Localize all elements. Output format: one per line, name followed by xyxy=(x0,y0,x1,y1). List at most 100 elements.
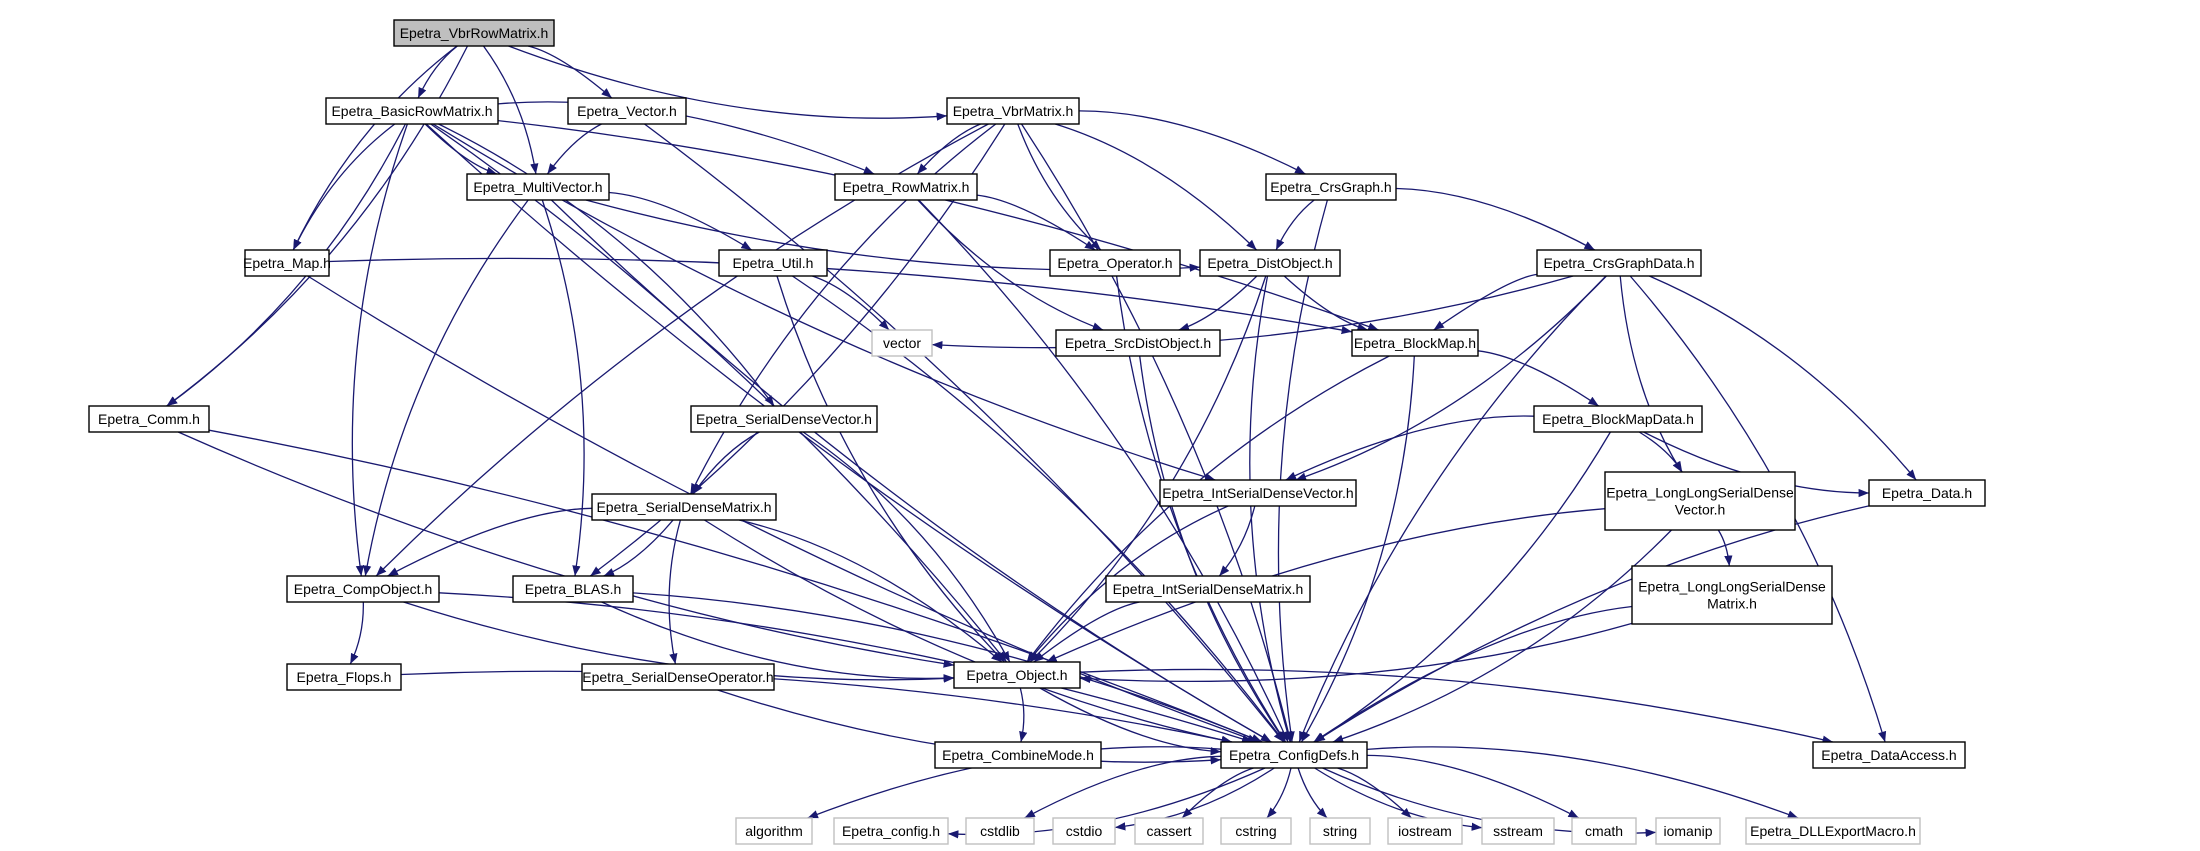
node-box xyxy=(833,817,949,845)
edge-flops-to-configdefs xyxy=(400,670,1233,744)
node-cstdlib[interactable]: cstdlib xyxy=(965,817,1035,845)
node-box xyxy=(1055,329,1221,357)
node-epetra-compobject-h[interactable]: Epetra_CompObject.h xyxy=(286,575,440,603)
edge-llsdmatrix-to-configdefs xyxy=(1313,605,1633,743)
node-label: Epetra_DLLExportMacro.h xyxy=(1750,823,1916,839)
edge-comm-to-object xyxy=(177,431,955,668)
node-label: cmath xyxy=(1585,823,1623,839)
edge-rowmatrix-to-configdefs xyxy=(918,199,1289,743)
edge-root-to-vector xyxy=(527,45,613,99)
node-epetra-operator-h[interactable]: Epetra_Operator.h xyxy=(1049,249,1181,277)
node-epetra-srcdistobject-h[interactable]: Epetra_SrcDistObject.h xyxy=(1055,329,1221,357)
edge-sdmatrix-to-sdoperator xyxy=(668,519,682,665)
node-cstring[interactable]: cstring xyxy=(1220,817,1292,845)
node-epetra-basicrowmatrix-h[interactable]: Epetra_BasicRowMatrix.h xyxy=(325,97,499,125)
node-box xyxy=(244,249,330,277)
edge-sdmatrix-to-compobj xyxy=(387,507,593,577)
node-cassert[interactable]: cassert xyxy=(1134,817,1204,845)
node-algorithm[interactable]: algorithm xyxy=(735,817,813,845)
node-box xyxy=(1604,471,1796,531)
edge-llsdvector-to-llsdmatrix xyxy=(1717,529,1733,567)
node-epetra-blockmap-h[interactable]: Epetra_BlockMap.h xyxy=(1351,329,1479,357)
node-box xyxy=(1868,479,1986,507)
node-epetra-util-h[interactable]: Epetra_Util.h xyxy=(718,249,828,277)
node-box xyxy=(690,405,878,433)
node-epetra-crsgraph-h[interactable]: Epetra_CrsGraph.h xyxy=(1265,173,1397,201)
edge-multivec-to-configdefs xyxy=(550,199,1272,743)
node-iomanip[interactable]: iomanip xyxy=(1655,817,1721,845)
edge-blockmap-to-object xyxy=(1026,355,1390,663)
edge-crsgraph-to-distobj xyxy=(1275,199,1315,251)
node-label: algorithm xyxy=(745,823,803,839)
node-epetra-configdefs-h[interactable]: Epetra_ConfigDefs.h xyxy=(1220,741,1368,769)
node-epetra-crsgraphdata-h[interactable]: Epetra_CrsGraphData.h xyxy=(1536,249,1702,277)
node-epetra-intserialdensevector-h[interactable]: Epetra_IntSerialDenseVector.h xyxy=(1159,479,1357,507)
node-vector[interactable]: vector xyxy=(871,329,933,357)
node-box xyxy=(871,329,933,357)
node-epetra-serialdensematrix-h[interactable]: Epetra_SerialDenseMatrix.h xyxy=(591,493,777,521)
node-label: Epetra_config.h xyxy=(842,823,940,839)
node-epetra-vector-h[interactable]: Epetra_Vector.h xyxy=(567,97,687,125)
node-epetra-vbrmatrix-h[interactable]: Epetra_VbrMatrix.h xyxy=(946,97,1080,125)
node-epetra-object-h[interactable]: Epetra_Object.h xyxy=(953,661,1081,689)
node-label: Epetra_IntSerialDenseMatrix.h xyxy=(1113,581,1304,597)
node-epetra-vbrrowmatrix-h[interactable]: Epetra_VbrRowMatrix.h xyxy=(393,19,555,47)
edge-object-to-dataaccess xyxy=(1079,668,1834,744)
node-label: cstring xyxy=(1235,823,1276,839)
edge-crsgraphdata-to-data xyxy=(1649,275,1917,481)
node-epetra-dataaccess-h[interactable]: Epetra_DataAccess.h xyxy=(1812,741,1966,769)
edge-vector-to-configdefs xyxy=(644,123,1285,743)
edge-distobj-to-srcdist xyxy=(1178,275,1258,331)
node-box xyxy=(1655,817,1721,845)
node-epetra-data-h[interactable]: Epetra_Data.h xyxy=(1868,479,1986,507)
node-epetra-multivector-h[interactable]: Epetra_MultiVector.h xyxy=(466,173,610,201)
edge-crsgraphdata-to-isdvector xyxy=(1295,275,1607,481)
node-label: Epetra_ConfigDefs.h xyxy=(1229,747,1359,763)
node-label: Epetra_SerialDenseOperator.h xyxy=(582,669,773,685)
node-box xyxy=(1105,575,1311,603)
node-epetra-blockmapdata-h[interactable]: Epetra_BlockMapData.h xyxy=(1533,405,1703,433)
edge-util-to-vectorstd xyxy=(812,275,890,331)
edge-sdmatrix-to-blas xyxy=(603,519,674,577)
node-label: Epetra_CompObject.h xyxy=(294,581,433,597)
node-epetra-blas-h[interactable]: Epetra_BLAS.h xyxy=(512,575,634,603)
node-cstdio[interactable]: cstdio xyxy=(1052,817,1116,845)
node-label: Epetra_CrsGraph.h xyxy=(1270,179,1391,195)
node-epetra-serialdenseoperator-h[interactable]: Epetra_SerialDenseOperator.h xyxy=(581,663,775,691)
edge-configdefs-to-string xyxy=(1297,767,1328,819)
edge-vbrmatrix-to-distobj xyxy=(1055,123,1258,251)
node-label: Epetra_SrcDistObject.h xyxy=(1065,335,1211,351)
node-epetra-rowmatrix-h[interactable]: Epetra_RowMatrix.h xyxy=(834,173,978,201)
node-epetra-distobject-h[interactable]: Epetra_DistObject.h xyxy=(1199,249,1341,277)
edge-vbrmatrix-to-operator xyxy=(1017,123,1102,251)
node-epetra-intserialdensematrix-h[interactable]: Epetra_IntSerialDenseMatrix.h xyxy=(1105,575,1311,603)
edge-object-to-configdefs xyxy=(1039,687,1222,756)
node-label: Epetra_Map.h xyxy=(243,255,331,271)
node-string[interactable]: string xyxy=(1309,817,1371,845)
edge-comm-to-configdefs xyxy=(208,429,1263,743)
node-label: cstdio xyxy=(1066,823,1103,839)
node-epetra-serialdensevector-h[interactable]: Epetra_SerialDenseVector.h xyxy=(690,405,878,433)
edge-sdvector-to-object xyxy=(802,431,1011,663)
node-sstream[interactable]: sstream xyxy=(1481,817,1555,845)
node-epetra-combinemode-h[interactable]: Epetra_CombineMode.h xyxy=(934,741,1102,769)
node-epetra-config-h[interactable]: Epetra_config.h xyxy=(833,817,949,845)
edge-vbrmatrix-to-sdmatrix xyxy=(689,123,997,495)
node-box xyxy=(953,661,1081,689)
edge-llsdmatrix-to-object xyxy=(1079,622,1633,684)
node-iostream[interactable]: iostream xyxy=(1387,817,1463,845)
edge-map-to-blockmap xyxy=(328,257,1353,335)
node-box xyxy=(1533,405,1703,433)
node-box xyxy=(393,19,555,47)
node-cmath[interactable]: cmath xyxy=(1571,817,1637,845)
node-box xyxy=(1812,741,1966,769)
edge-crsgraphdata-to-configdefs xyxy=(1298,275,1607,743)
node-epetra-flops-h[interactable]: Epetra_Flops.h xyxy=(286,663,402,691)
node-epetra-comm-h[interactable]: Epetra_Comm.h xyxy=(88,405,210,433)
edge-util-to-object xyxy=(776,275,1005,663)
node-epetra-dllexportmacro-h[interactable]: Epetra_DLLExportMacro.h xyxy=(1745,817,1921,845)
node-epetra-map-h[interactable]: Epetra_Map.h xyxy=(243,249,331,277)
